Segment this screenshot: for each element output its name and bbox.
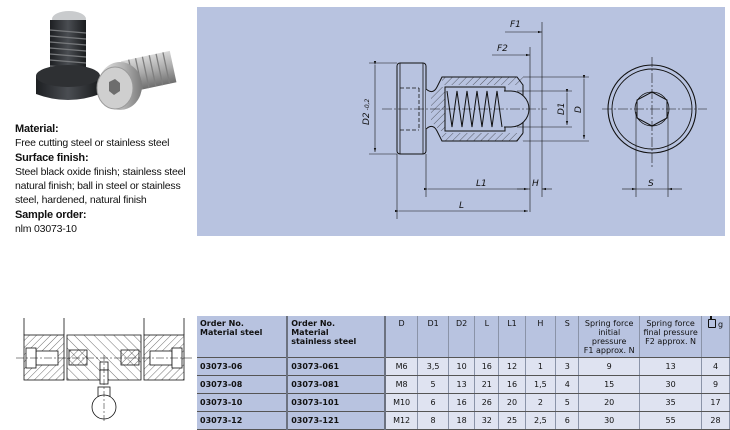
cell-spring-force-final: 35 <box>639 393 703 412</box>
cell-order-no-stainless: 03073-081 <box>287 375 387 394</box>
cell-H: 2 <box>525 393 557 412</box>
cell-order-no-steel: 03073-08 <box>197 375 289 394</box>
sample-order-heading: Sample order: <box>15 209 87 221</box>
header-weight: g <box>701 316 730 358</box>
header-order-steel: Order No. Material steel <box>197 316 289 358</box>
technical-drawing: F1 F2 D2-0,2 D1 D L1 H L S <box>197 7 725 236</box>
cell-D: M6 <box>385 357 419 376</box>
cell-order-no-stainless: 03073-121 <box>287 411 387 430</box>
cell-D1: 5 <box>417 375 450 394</box>
side-view <box>382 62 547 155</box>
header-D: D <box>385 316 419 358</box>
cell-S: 6 <box>555 411 580 430</box>
label-D2: D2-0,2 <box>362 98 372 125</box>
cell-D2: 13 <box>448 375 476 394</box>
spec-table: Order No. Material steel Order No. Mater… <box>197 316 730 430</box>
surface-finish-text: Steel black oxide finish; stainless stee… <box>15 166 186 206</box>
cell-D: M8 <box>385 375 419 394</box>
end-view <box>602 57 707 197</box>
cell-order-no-steel: 03073-10 <box>197 393 289 412</box>
table-header-row: Order No. Material steel Order No. Mater… <box>197 316 730 358</box>
cell-spring-force-initial: 9 <box>578 357 641 376</box>
cell-D: M10 <box>385 393 419 412</box>
application-drawing <box>16 318 192 423</box>
cell-D2: 16 <box>448 393 476 412</box>
cell-order-no-stainless: 03073-061 <box>287 357 387 376</box>
cell-spring-force-initial: 15 <box>578 375 641 394</box>
weight-icon <box>707 316 716 328</box>
cell-H: 1 <box>525 357 557 376</box>
label-D: D <box>574 106 584 113</box>
cell-order-no-stainless: 03073-101 <box>287 393 387 412</box>
header-L1: L1 <box>498 316 526 358</box>
material-heading: Material: <box>15 123 59 135</box>
product-photo <box>36 11 177 110</box>
cell-spring-force-final: 30 <box>639 375 703 394</box>
cell-D1: 8 <box>417 411 450 430</box>
cell-S: 4 <box>555 375 580 394</box>
dimension-lines <box>369 22 589 219</box>
cell-L1: 25 <box>498 411 526 430</box>
header-S: S <box>555 316 580 358</box>
cell-D1: 3,5 <box>417 357 450 376</box>
material-text: Free cutting steel or stainless steel <box>15 137 170 149</box>
header-D2: D2 <box>448 316 476 358</box>
cell-L: 21 <box>474 375 500 394</box>
label-L: L <box>459 201 464 211</box>
sample-order-text: nlm 03073-10 <box>15 223 77 235</box>
header-L: L <box>474 316 500 358</box>
cell-order-no-steel: 03073-12 <box>197 411 289 430</box>
cell-spring-force-final: 55 <box>639 411 703 430</box>
header-spring-force-initial: Spring force initial pressure F1 approx.… <box>578 316 641 358</box>
cell-spring-force-final: 13 <box>639 357 703 376</box>
header-order-stainless: Order No. Material stainless steel <box>287 316 387 358</box>
cell-L1: 20 <box>498 393 526 412</box>
label-S: S <box>648 179 654 189</box>
header-spring-force-final: Spring force final pressure F2 approx. N <box>639 316 703 358</box>
cell-D: M12 <box>385 411 419 430</box>
cell-L1: 16 <box>498 375 526 394</box>
product-info: Material: Free cutting steel or stainles… <box>15 122 195 237</box>
cell-spring-force-initial: 20 <box>578 393 641 412</box>
cell-spring-force-initial: 30 <box>578 411 641 430</box>
cell-L: 32 <box>474 411 500 430</box>
label-L1: L1 <box>476 179 487 189</box>
cell-order-no-steel: 03073-06 <box>197 357 289 376</box>
cell-weight: 28 <box>701 411 730 430</box>
cell-H: 2,5 <box>525 411 557 430</box>
cell-L: 26 <box>474 393 500 412</box>
label-H: H <box>532 179 539 189</box>
cell-L: 16 <box>474 357 500 376</box>
label-F1: F1 <box>510 20 521 30</box>
cell-weight: 4 <box>701 357 730 376</box>
cell-L1: 12 <box>498 357 526 376</box>
label-D1: D1 <box>557 102 567 115</box>
cell-D2: 18 <box>448 411 476 430</box>
surface-finish-heading: Surface finish: <box>15 152 89 164</box>
cell-S: 5 <box>555 393 580 412</box>
label-F2: F2 <box>497 44 508 54</box>
header-D1: D1 <box>417 316 450 358</box>
header-H: H <box>525 316 557 358</box>
cell-H: 1,5 <box>525 375 557 394</box>
cell-weight: 17 <box>701 393 730 412</box>
cell-D1: 6 <box>417 393 450 412</box>
cell-S: 3 <box>555 357 580 376</box>
cell-weight: 9 <box>701 375 730 394</box>
cell-D2: 10 <box>448 357 476 376</box>
